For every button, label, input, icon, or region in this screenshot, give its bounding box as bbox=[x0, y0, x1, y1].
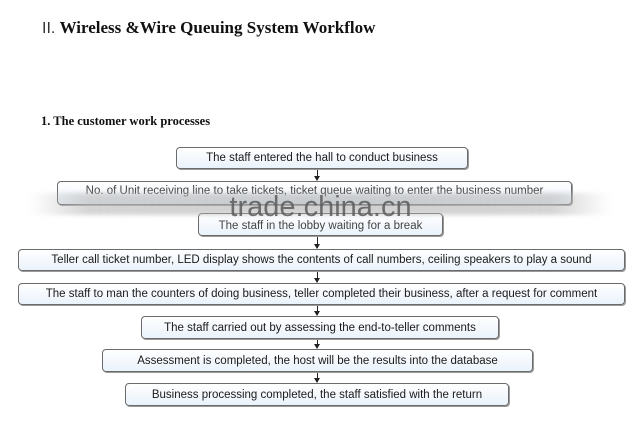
flow-arrow bbox=[314, 272, 320, 283]
flow-arrow bbox=[314, 237, 320, 249]
flow-arrow bbox=[314, 373, 320, 383]
flow-arrow bbox=[314, 170, 320, 181]
heading-title: Wireless &Wire Queuing System Workflow bbox=[59, 18, 376, 37]
section-title: 1. The customer work processes bbox=[41, 114, 211, 128]
watermark-text: trade.china.cn bbox=[229, 191, 412, 223]
workflow-step-1: The staff entered the hall to conduct bu… bbox=[176, 147, 468, 169]
workflow-step-5: The staff to man the counters of doing b… bbox=[18, 283, 625, 305]
flow-arrow bbox=[314, 306, 320, 316]
workflow-step-7: Assessment is completed, the host will b… bbox=[102, 349, 533, 372]
workflow-step-8: Business processing completed, the staff… bbox=[125, 383, 509, 406]
watermark-band bbox=[30, 193, 610, 215]
workflow-step-4: Teller call ticket number, LED display s… bbox=[18, 249, 625, 271]
workflow-step-6: The staff carried out by assessing the e… bbox=[141, 316, 499, 339]
heading-roman-numeral: II. bbox=[42, 20, 56, 37]
page-heading: II. Wireless &Wire Queuing System Workfl… bbox=[42, 18, 375, 38]
flow-arrow bbox=[314, 340, 320, 349]
